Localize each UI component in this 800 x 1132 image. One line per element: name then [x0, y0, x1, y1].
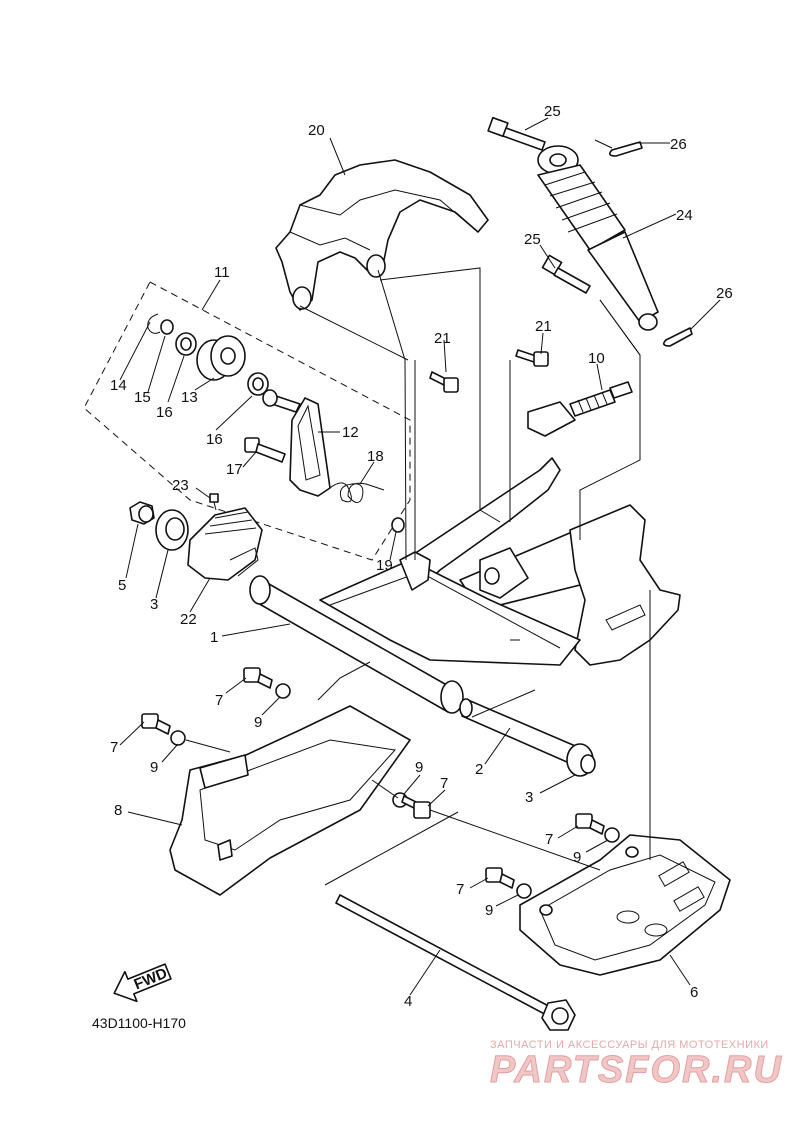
callout-3-left: 3 [150, 596, 158, 613]
callout-18: 18 [367, 448, 384, 465]
part-7-bolt-b [141, 713, 171, 735]
assembly-group-outline [83, 281, 411, 561]
callout-12: 12 [342, 424, 359, 441]
part-7-bolt-e [485, 867, 515, 889]
callout-5: 5 [118, 577, 126, 594]
callout-9-d: 9 [573, 849, 581, 866]
part-7-bolt-c [401, 795, 431, 819]
part-9-washer-d [604, 827, 620, 843]
diagram-code: 43D1100-H170 [92, 1015, 186, 1031]
part-14-circlip [147, 313, 161, 334]
callout-9-e: 9 [485, 902, 493, 919]
callout-22: 22 [180, 611, 197, 628]
watermark-brand: PARTSFOR.RU [490, 1049, 783, 1091]
part-8-chain-guard [169, 705, 411, 896]
fwd-label: FWD [132, 965, 170, 994]
part-13-bushing [196, 335, 246, 381]
callout-25-lower: 25 [524, 231, 541, 248]
part-4-pivot-shaft [335, 894, 576, 1031]
part-25-bolt-lower [541, 254, 591, 294]
part-22-chain-slider [187, 507, 263, 581]
part-16-bearing-right [247, 372, 269, 396]
swingarm-body [249, 457, 681, 714]
callout-26-lower: 26 [716, 285, 733, 302]
part-21-bolt-left [429, 371, 459, 393]
part-26-cotter-pin-lower [662, 327, 693, 347]
callout-23: 23 [172, 477, 189, 494]
part-15-washer [160, 319, 174, 335]
part-16-bearing-left [175, 332, 197, 356]
callout-20: 20 [308, 122, 325, 139]
callout-9-a: 9 [254, 714, 262, 731]
callout-9-c: 9 [415, 759, 423, 776]
callout-numbers: 20 25 26 24 25 26 21 21 10 11 14 15 16 1… [110, 103, 733, 1010]
part-24-rear-shock [537, 145, 659, 331]
assembly-lines [185, 139, 651, 886]
part-7-bolt-a [243, 667, 273, 689]
part-20-rear-guard [275, 159, 489, 311]
callout-15: 15 [134, 389, 151, 406]
part-21-bolt-right [515, 349, 549, 367]
part-18-spring [329, 482, 385, 503]
callout-13: 13 [181, 389, 198, 406]
callout-8: 8 [114, 802, 122, 819]
part-26-cotter-pin-upper [608, 141, 643, 157]
callout-2: 2 [475, 761, 483, 778]
part-10-adjuster [527, 381, 633, 437]
callout-6: 6 [690, 984, 698, 1001]
callout-4: 4 [404, 993, 412, 1010]
callout-7-d: 7 [545, 831, 553, 848]
callout-16-right: 16 [206, 431, 223, 448]
callout-11: 11 [214, 264, 230, 281]
part-3-collar-right [566, 743, 596, 777]
part-5-nut [129, 501, 155, 525]
part-25-bolt-upper [487, 116, 546, 151]
part-3-collar-left [155, 509, 189, 551]
part-17-bolt [244, 437, 286, 463]
callout-10: 10 [588, 350, 605, 367]
callout-7-c: 7 [440, 775, 448, 792]
callout-1: 1 [210, 629, 218, 646]
watermark-tagline: ЗАПЧАСТИ И АКСЕССУАРЫ ДЛЯ МОТОТЕХНИКИ [490, 1039, 769, 1051]
callout-7-a: 7 [215, 692, 223, 709]
callout-26-upper: 26 [670, 136, 687, 153]
callout-7-e: 7 [456, 881, 464, 898]
callout-14: 14 [110, 377, 127, 394]
part-2-collar [459, 698, 581, 767]
callout-19: 19 [376, 557, 393, 574]
part-19-washer [391, 517, 405, 533]
callout-3-right: 3 [525, 789, 533, 806]
callout-16-left: 16 [156, 404, 173, 421]
part-12-link-plate [262, 389, 331, 497]
part-9-washer-b [170, 730, 186, 746]
callout-9-b: 9 [150, 759, 158, 776]
callout-17: 17 [226, 461, 243, 478]
part-9-washer-e [516, 883, 532, 899]
part-23-screw [209, 493, 219, 511]
callout-7-b: 7 [110, 739, 118, 756]
callout-21-left: 21 [434, 330, 451, 347]
callout-25-upper: 25 [544, 103, 561, 120]
part-7-bolt-d [575, 813, 605, 835]
callout-24: 24 [676, 207, 693, 224]
callout-21-right: 21 [535, 318, 552, 335]
part-6-skid-plate [519, 834, 731, 976]
forward-direction-arrow: FWD [113, 963, 172, 1003]
part-9-washer-a [275, 683, 291, 699]
watermark: ЗАПЧАСТИ И АКСЕССУАРЫ ДЛЯ МОТОТЕХНИКИ PA… [490, 1039, 783, 1092]
callout-leaders [119, 117, 721, 996]
